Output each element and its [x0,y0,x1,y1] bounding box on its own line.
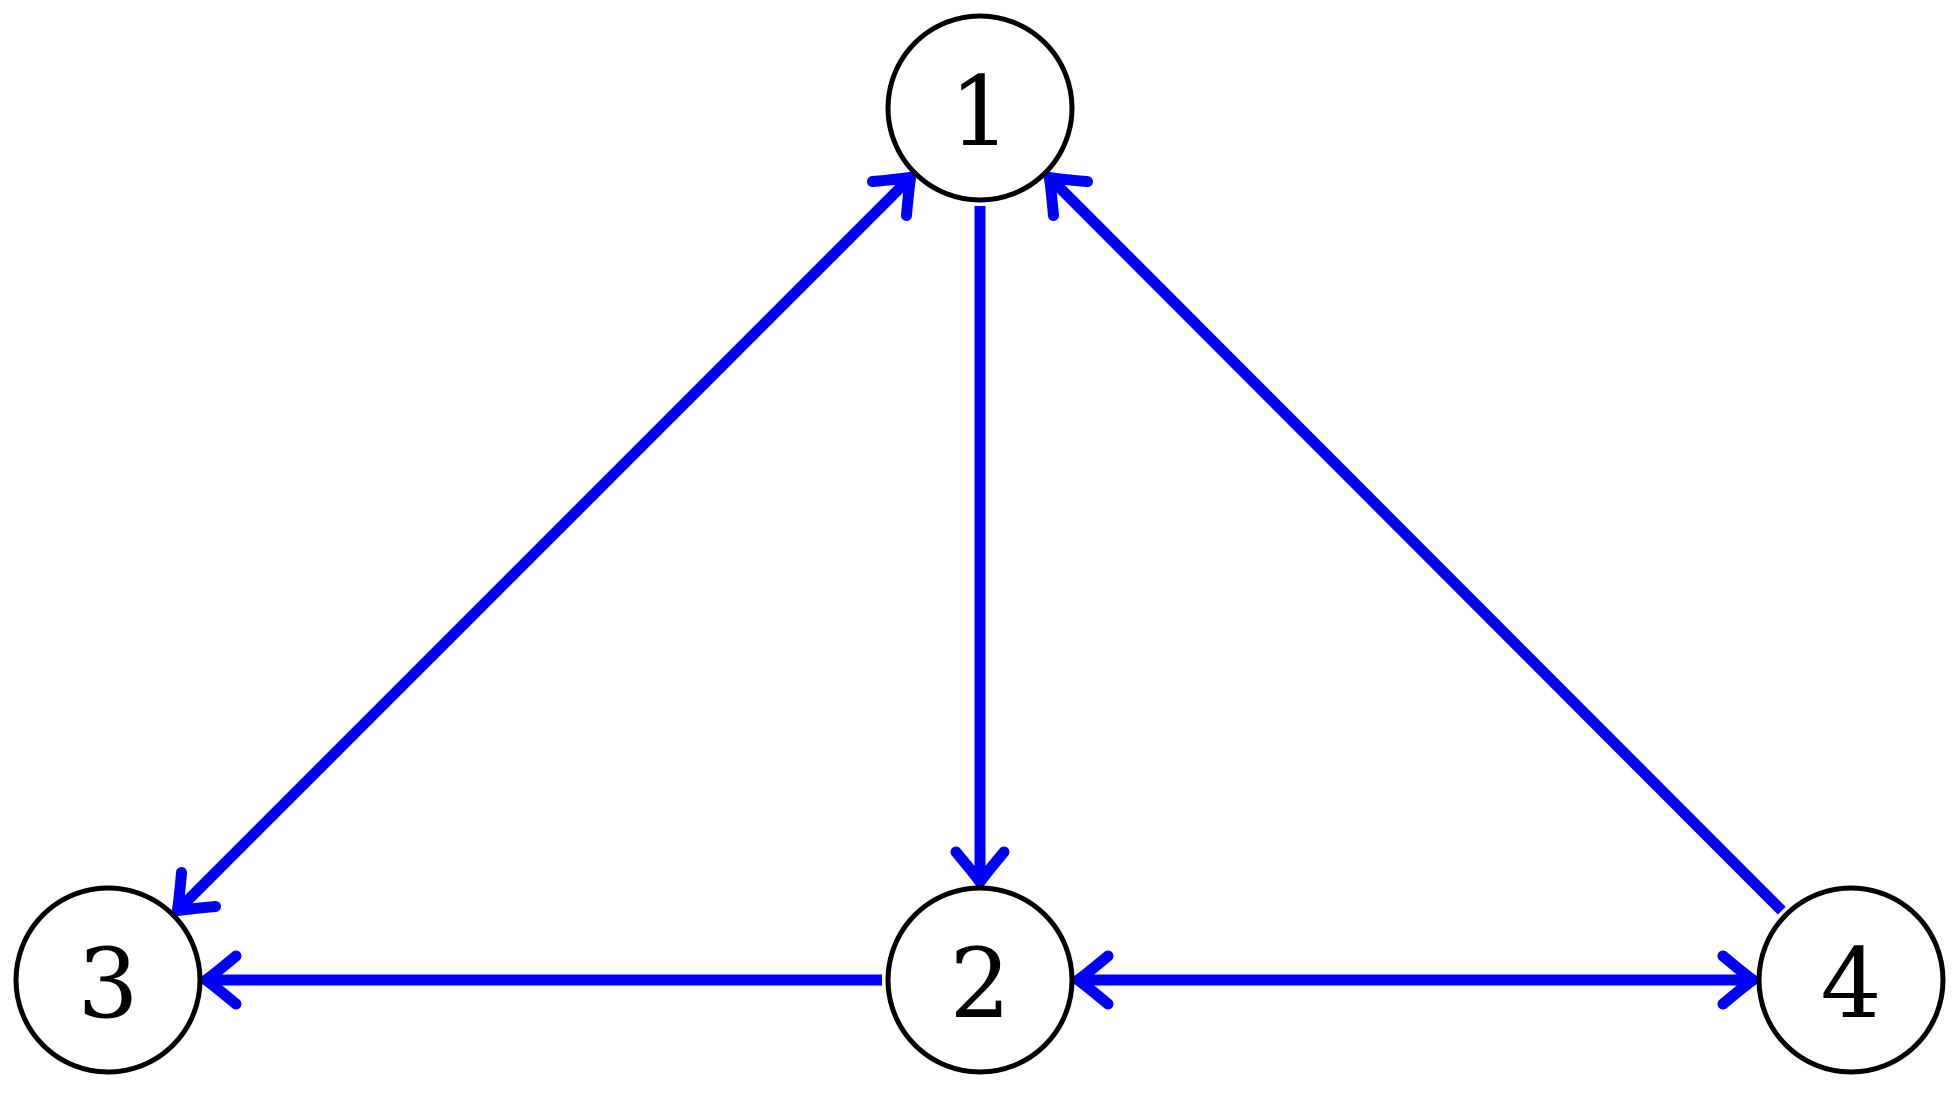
arrowhead-at-1 [867,171,917,221]
node-4-label: 4 [1820,928,1881,1040]
edge-line-4-1 [1048,176,1786,915]
arrowhead-at-1 [1043,171,1093,222]
node-1-label: 1 [949,56,1010,168]
node-4: 4 [1756,885,1946,1075]
edge-4-1 [1043,171,1786,915]
edge-1-3 [171,171,917,917]
arrowhead-at-3 [200,950,242,1010]
node-3: 3 [13,885,203,1075]
edge-line-1-3 [176,176,912,912]
edge-2-3 [200,950,882,1010]
nodes-layer: 1 2 3 4 [13,13,1946,1075]
node-3-circle [13,885,203,1075]
arrowhead-at-4 [1717,950,1759,1010]
arrowhead-at-2 [1072,950,1114,1010]
edge-1-2 [950,206,1010,888]
node-4-circle [1756,885,1946,1075]
arrowhead-at-3 [171,867,221,917]
edge-2-4 [1072,950,1759,1010]
node-2-label: 2 [949,928,1010,1040]
arrowhead-at-2 [950,846,1010,888]
node-1: 1 [885,13,1075,203]
node-2: 2 [885,885,1075,1075]
node-2-circle [885,885,1075,1075]
node-1-circle [885,13,1075,203]
edges-layer [171,171,1786,1010]
node-3-label: 3 [77,928,138,1040]
